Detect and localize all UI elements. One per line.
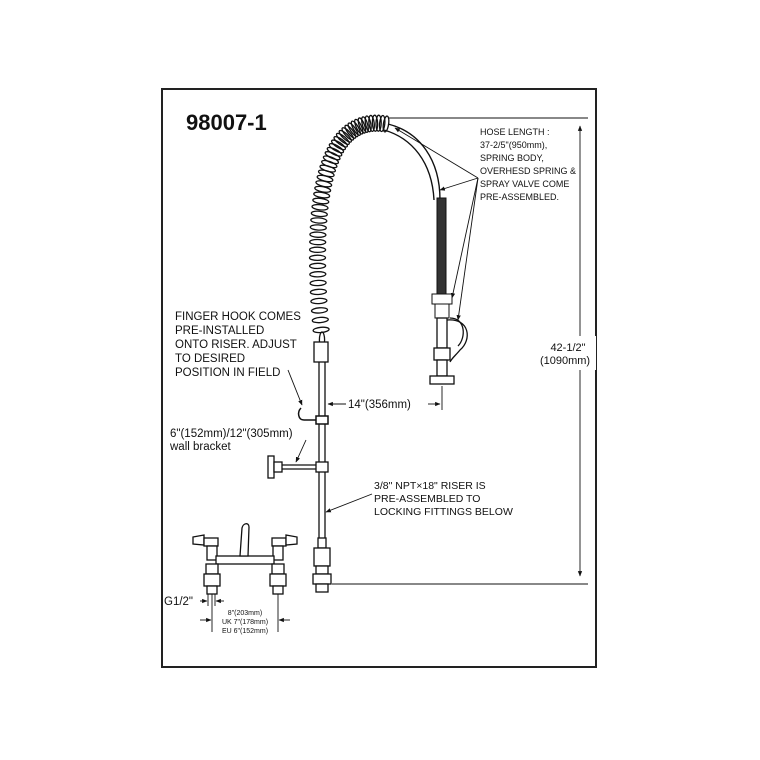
- thread-dimension: [200, 594, 224, 606]
- spring-coil: [309, 231, 327, 238]
- spring-coil: [310, 307, 329, 314]
- svg-text:OVERHESD SPRING &: OVERHESD SPRING &: [480, 166, 576, 176]
- spring-coil: [311, 316, 329, 324]
- spring-coil: [309, 271, 327, 278]
- height-dim-inch: 42-1/2": [550, 342, 585, 354]
- hose-note: HOSE LENGTH : 37-2/5"(950mm), SPRING BOD…: [480, 127, 576, 202]
- svg-text:HOSE LENGTH :: HOSE LENGTH :: [480, 127, 550, 137]
- wall-bracket: [267, 455, 329, 479]
- drawing-frame: [161, 88, 597, 668]
- centers-dimension: [200, 594, 290, 632]
- spring-coil: [308, 246, 327, 254]
- svg-text:PRE-INSTALLED: PRE-INSTALLED: [175, 325, 264, 337]
- spring-coil: [354, 118, 364, 135]
- spring-coil: [368, 114, 375, 133]
- spring-coil: [338, 129, 353, 143]
- model-number: 98007-1: [186, 110, 267, 135]
- svg-text:PRE-ASSEMBLED.: PRE-ASSEMBLED.: [480, 192, 559, 202]
- spring-coil: [328, 143, 345, 154]
- finger-hook: [297, 407, 329, 425]
- spring-coil: [378, 114, 386, 133]
- svg-text:SPRING BODY,: SPRING BODY,: [480, 153, 544, 163]
- svg-text:TO DESIRED: TO DESIRED: [175, 353, 245, 365]
- spring-coil: [309, 238, 327, 246]
- svg-text:LOCKING FITTINGS BELOW: LOCKING FITTINGS BELOW: [374, 506, 513, 518]
- spring-coil: [361, 116, 369, 133]
- bracket-note-label: wall bracket: [169, 441, 232, 453]
- spring-coil: [341, 127, 355, 141]
- spring-coil: [309, 224, 327, 231]
- spring-coil: [308, 254, 327, 262]
- svg-text:ONTO RISER. ADJUST: ONTO RISER. ADJUST: [175, 339, 297, 351]
- svg-text:3/8" NPT×18" RISER IS: 3/8" NPT×18" RISER IS: [374, 480, 486, 492]
- centers-label-eu: EU 6"(152mm): [222, 628, 268, 635]
- spring-coil: [310, 297, 328, 305]
- locking-fitting: [312, 537, 332, 593]
- spring-coil: [309, 288, 328, 296]
- spring-coil: [364, 115, 372, 133]
- hook-note: FINGER HOOK COMES PRE-INSTALLED ONTO RIS…: [175, 311, 301, 379]
- svg-text:PRE-ASSEMBLED TO: PRE-ASSEMBLED TO: [374, 493, 480, 505]
- spray-valve: [429, 317, 468, 385]
- spring-coil: [357, 117, 367, 134]
- svg-text:POSITION IN FIELD: POSITION IN FIELD: [175, 367, 280, 379]
- spring-coil: [375, 114, 382, 132]
- svg-text:37-2/5"(950mm),: 37-2/5"(950mm),: [480, 140, 547, 150]
- reach-dimension: [327, 386, 443, 410]
- spring-coil: [371, 114, 379, 132]
- pre-rinse-spring: [308, 114, 390, 349]
- spring-coil: [308, 262, 327, 270]
- spring-coil: [324, 151, 341, 161]
- centers-label-uk: UK 7"(178mm): [222, 619, 268, 626]
- spring-coil: [309, 279, 327, 287]
- svg-text:SPRAY VALVE COME: SPRAY VALVE COME: [480, 179, 569, 189]
- spring-coil: [330, 139, 347, 151]
- riser-note-leader: [325, 493, 373, 513]
- spring-coil: [350, 120, 362, 136]
- riser-pipe: [313, 341, 329, 540]
- spring-coil: [313, 191, 331, 199]
- spring-coil: [326, 146, 343, 157]
- spring-coil: [347, 122, 359, 138]
- spring-coil: [335, 132, 350, 146]
- spray-hose-body: [431, 197, 453, 319]
- bracket-note-size: 6"(152mm)/12"(305mm): [170, 428, 293, 440]
- spring-coil: [333, 136, 349, 148]
- height-dim-mm: (1090mm): [540, 355, 590, 367]
- deck-faucet: [192, 523, 298, 595]
- thread-label: G1/2": [164, 596, 193, 608]
- svg-text:FINGER HOOK COMES: FINGER HOOK COMES: [175, 311, 301, 323]
- hose-note-leaders: [394, 127, 479, 321]
- spring-coil: [311, 203, 329, 211]
- bracket-note-leader: [295, 439, 307, 463]
- riser-note: 3/8" NPT×18" RISER IS PRE-ASSEMBLED TO L…: [374, 480, 513, 518]
- centers-label-standard: 8"(203mm): [228, 610, 262, 617]
- spring-coil: [310, 217, 328, 224]
- reach-dim-label: 14"(356mm): [348, 399, 411, 411]
- spring-coil: [344, 124, 357, 139]
- hose: [383, 123, 441, 201]
- spring-coil: [310, 210, 328, 218]
- spring-coil: [319, 164, 337, 173]
- hook-note-leader: [287, 369, 303, 406]
- spring-coil: [312, 197, 330, 205]
- spring-coil: [321, 159, 338, 169]
